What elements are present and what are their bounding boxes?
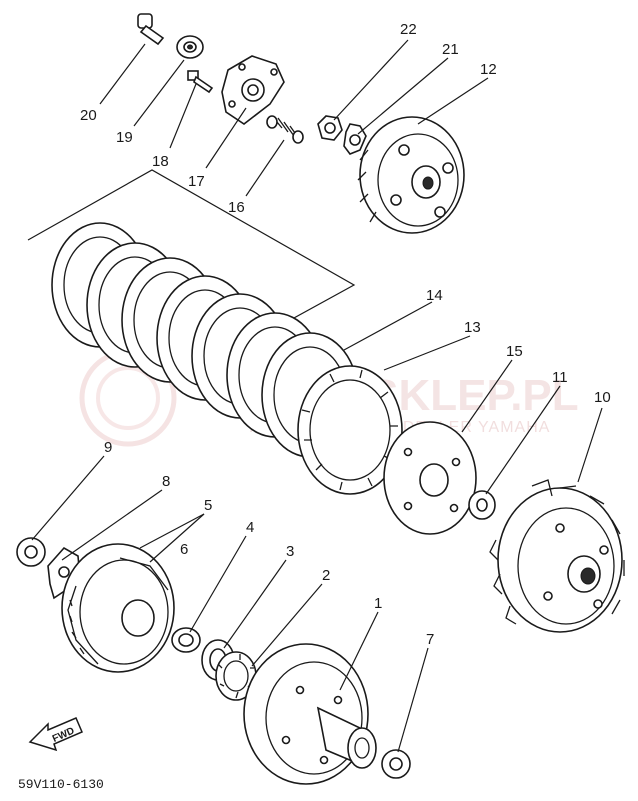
- label-18: 18: [152, 153, 169, 170]
- part-17-pressure-plate: [221, 55, 285, 125]
- part-12-clutch-boss: [357, 116, 465, 234]
- label-12: 12: [480, 61, 497, 78]
- part-2-needle-bearing: [215, 651, 257, 701]
- label-10: 10: [594, 389, 611, 406]
- label-15: 15: [506, 343, 523, 360]
- label-9: 9: [104, 439, 112, 456]
- fwd-arrow-icon: FWD: [28, 717, 83, 752]
- part-11-washer: [468, 490, 496, 520]
- part-22-nut: [317, 115, 343, 141]
- part-18-bolt: [187, 70, 214, 94]
- watermark-logo-inner-icon: [96, 366, 160, 430]
- diagram-code: 59V110-6130: [18, 777, 104, 792]
- label-2: 2: [322, 567, 330, 584]
- part-16-spring: [266, 115, 304, 144]
- part-13-friction-plate: [297, 365, 403, 495]
- label-22: 22: [400, 21, 417, 38]
- part-9-washer: [16, 537, 46, 567]
- label-21: 21: [442, 41, 459, 58]
- label-3: 3: [286, 543, 294, 560]
- leader-lines: [31, 39, 603, 753]
- label-20: 20: [80, 107, 97, 124]
- label-8: 8: [162, 473, 170, 490]
- label-11: 11: [552, 369, 568, 386]
- part-19-bearing: [176, 35, 204, 59]
- part-15-plate: [383, 421, 477, 535]
- part-5-6-centrifugal-clutch: [61, 543, 175, 673]
- part-labels: 20 19 18 17 16 22 21 12 14 13 15 11 10 9…: [80, 21, 611, 648]
- label-5: 5: [204, 497, 212, 514]
- part-1-clutch-shell: [243, 643, 377, 785]
- part-10-clutch-housing: [489, 479, 625, 633]
- label-13: 13: [464, 319, 481, 336]
- part-20-bolt: [137, 13, 165, 46]
- label-17: 17: [188, 173, 205, 190]
- label-19: 19: [116, 129, 133, 146]
- part-7-washer: [381, 749, 411, 779]
- label-16: 16: [228, 199, 245, 216]
- part-21-washer: [343, 123, 367, 155]
- part-4-washer: [171, 627, 201, 653]
- label-6: 6: [180, 541, 188, 558]
- label-1: 1: [374, 595, 382, 612]
- label-14: 14: [426, 287, 443, 304]
- label-7: 7: [426, 631, 434, 648]
- label-4: 4: [246, 519, 254, 536]
